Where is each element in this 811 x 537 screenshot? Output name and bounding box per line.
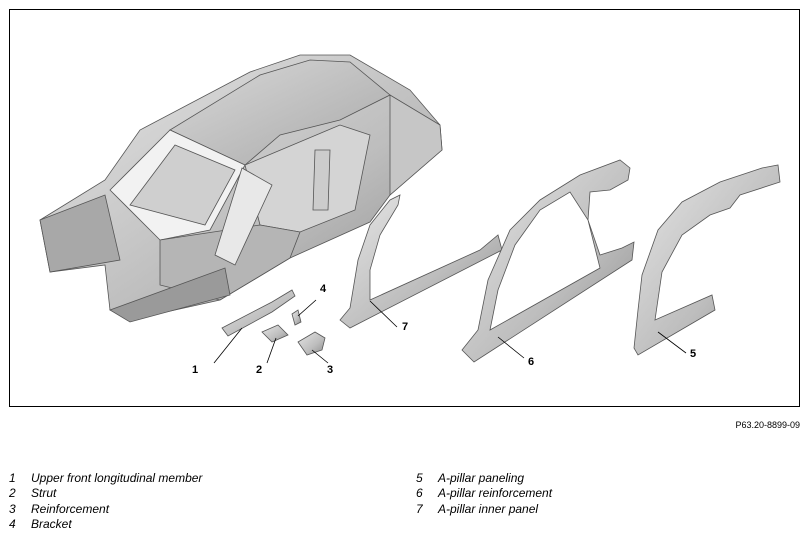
- part-bracket: [291, 309, 302, 326]
- part-upper-front-longitudinal-member: [221, 289, 296, 337]
- legend-item: 1 Upper front longitudinal member: [9, 470, 202, 486]
- legend-item: 5 A-pillar paneling: [416, 470, 552, 486]
- part-reinforcement: [297, 331, 326, 356]
- legend-item: 6 A-pillar reinforcement: [416, 486, 552, 502]
- part-strut: [261, 324, 289, 343]
- part-a-pillar-paneling: [633, 164, 781, 356]
- legend-label: Upper front longitudinal member: [31, 470, 203, 485]
- part-a-pillar-reinforcement: [461, 159, 635, 363]
- legend-item: 3 Reinforcement: [9, 501, 202, 517]
- callout-6: 6: [528, 356, 535, 368]
- callout-5: 5: [690, 348, 697, 360]
- callout-3: 3: [327, 364, 334, 376]
- legend-label: Bracket: [31, 517, 72, 532]
- figure-reference: P63.20-8899-09: [735, 420, 800, 430]
- legend-number: 4: [9, 517, 16, 532]
- callout-2: 2: [256, 364, 263, 376]
- legend-number: 5: [416, 470, 423, 485]
- legend-item: 2 Strut: [9, 486, 202, 502]
- callout-1: 1: [192, 364, 199, 376]
- body-shell-illustration: [39, 54, 781, 364]
- legend-label: Reinforcement: [31, 501, 110, 516]
- legend-number: 1: [9, 470, 16, 485]
- legend-number: 2: [9, 486, 16, 501]
- legend-label: Strut: [31, 486, 57, 501]
- diagram-frame: [9, 9, 800, 407]
- car-body-shell: [39, 54, 443, 323]
- legend-label: A-pillar inner panel: [438, 501, 539, 516]
- legend-number: 7: [416, 501, 423, 516]
- legend-item: 7 A-pillar inner panel: [416, 501, 552, 517]
- part-a-pillar-inner-panel: [339, 194, 503, 329]
- callout-7: 7: [402, 321, 409, 333]
- legend-number: 3: [9, 501, 16, 516]
- callout-4: 4: [320, 283, 327, 295]
- legend-label: A-pillar paneling: [438, 470, 525, 485]
- legend-item: 4 Bracket: [9, 517, 202, 533]
- legend-right: 5 A-pillar paneling 6 A-pillar reinforce…: [416, 470, 552, 517]
- legend-left: 1 Upper front longitudinal member 2 Stru…: [9, 470, 202, 532]
- legend-label: A-pillar reinforcement: [438, 486, 553, 501]
- legend-number: 6: [416, 486, 423, 501]
- leader-lines: [213, 299, 687, 364]
